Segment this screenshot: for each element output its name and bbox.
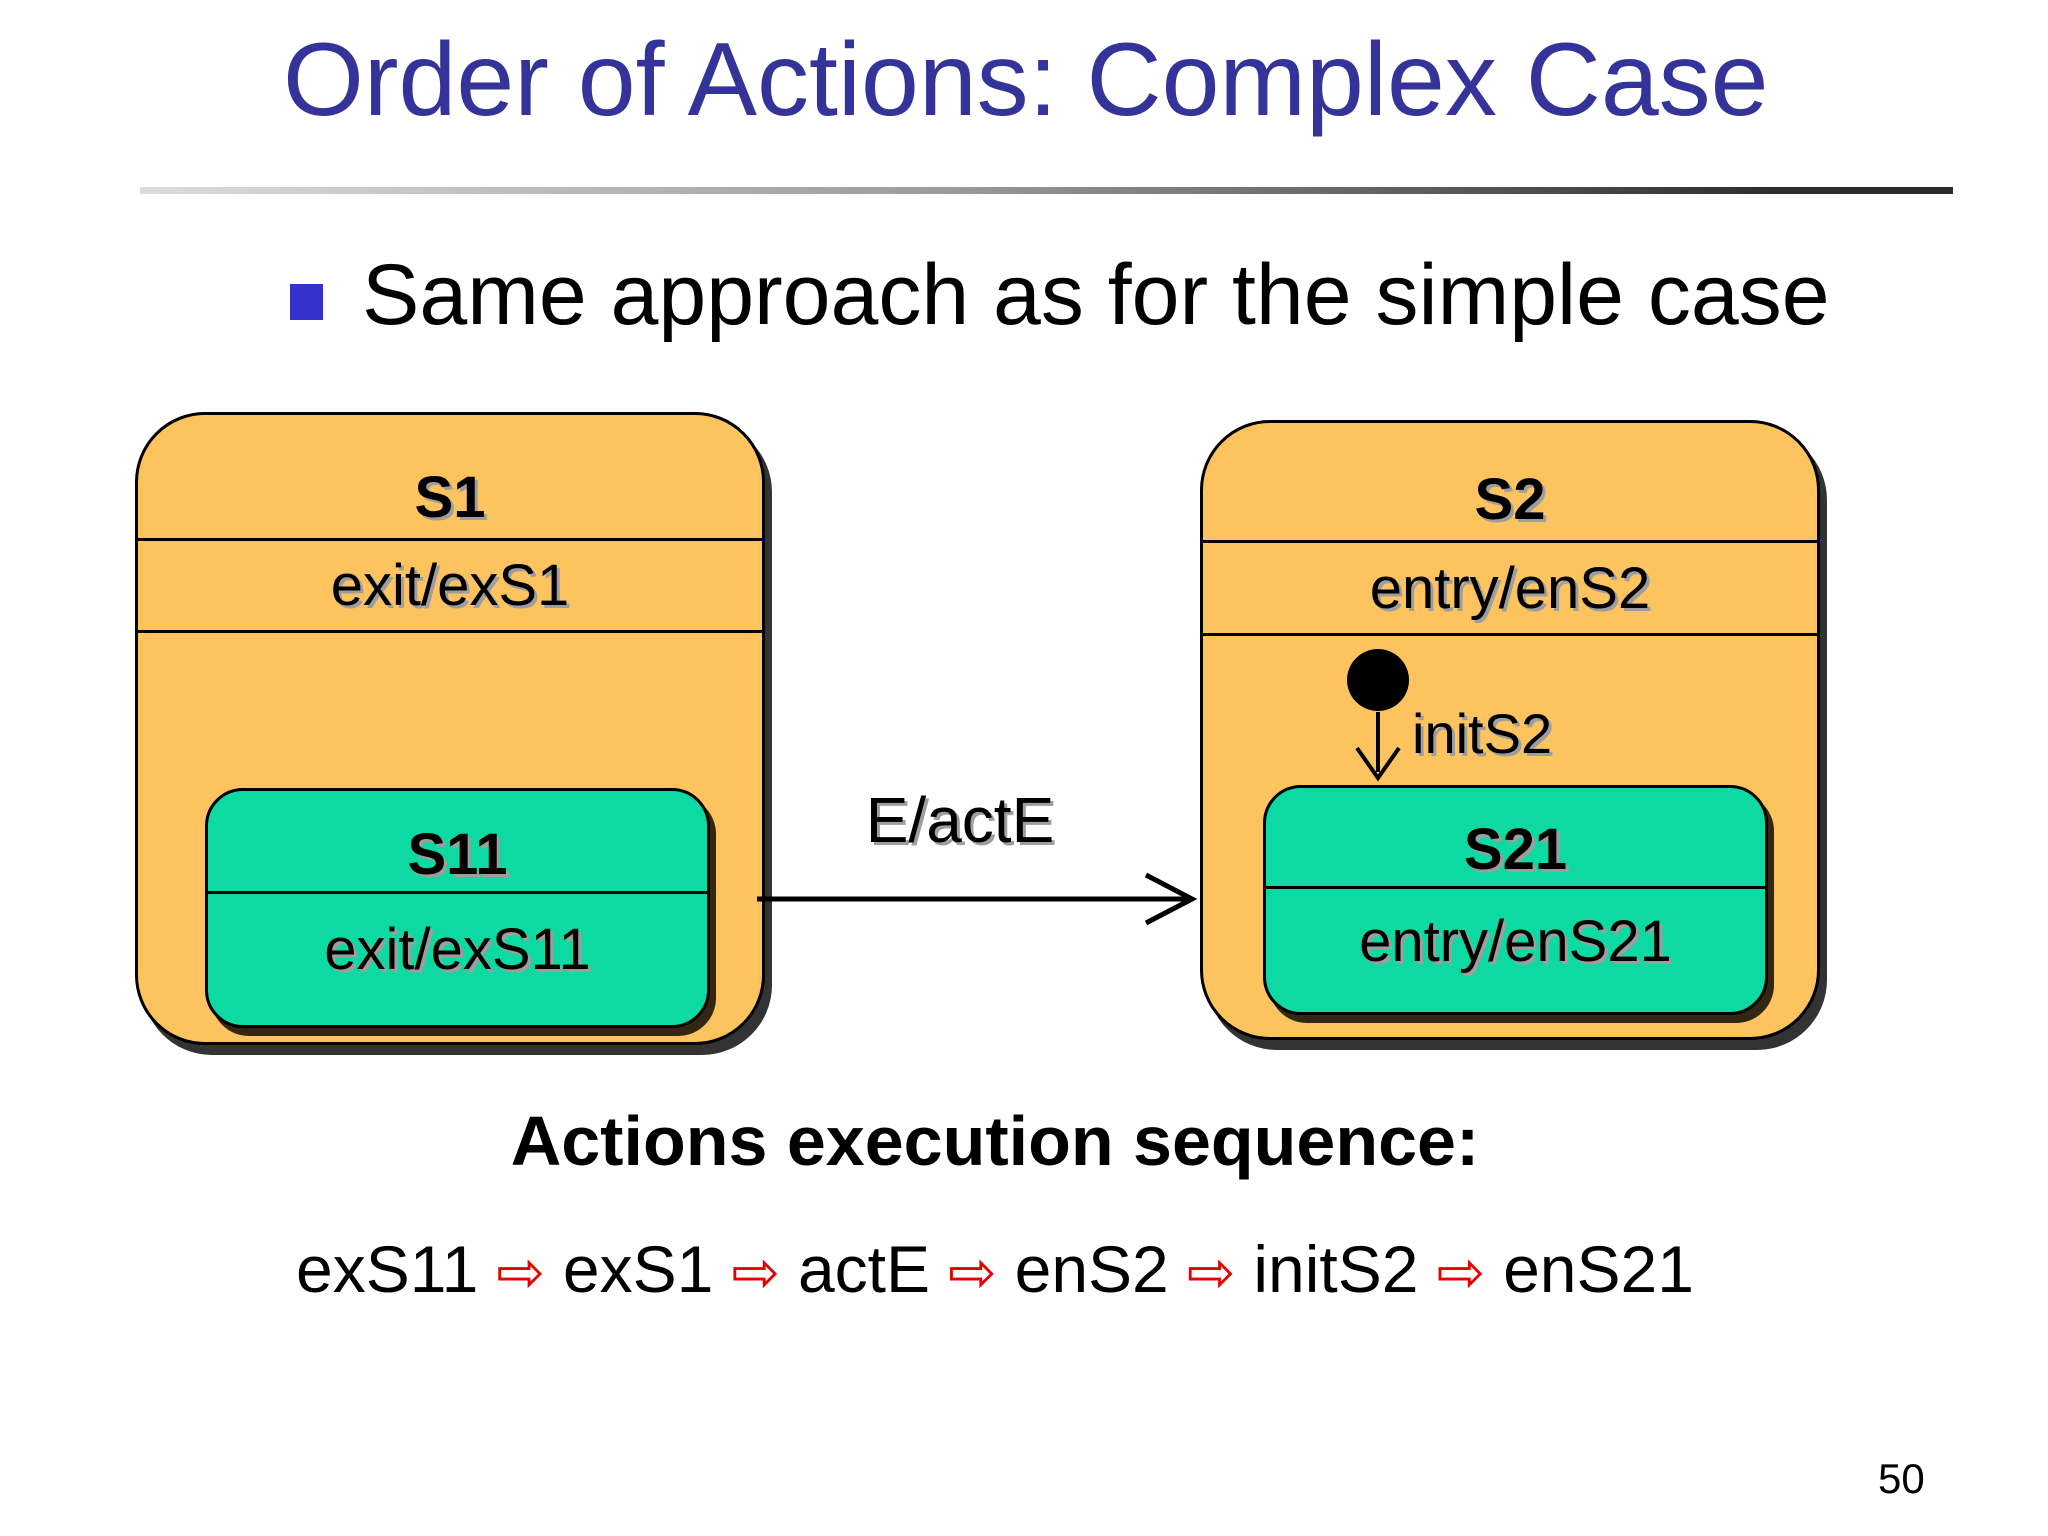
sequence-step: enS21: [1503, 1232, 1694, 1306]
sequence-step: exS11: [296, 1232, 479, 1306]
sequence-step: actE: [797, 1232, 931, 1306]
transition-arrowhead-icon: [1144, 872, 1198, 926]
state-s21-title-compartment: S21: [1266, 788, 1765, 889]
transition-label: E/actE: [865, 784, 1055, 856]
state-s11-title-compartment: S11: [208, 791, 707, 894]
state-s11-action-compartment: exit/exS11: [208, 894, 707, 1004]
state-s21-action-compartment: entry/enS21: [1266, 889, 1765, 993]
state-s11-name: S11: [407, 821, 508, 887]
state-s11-action: exit/exS11: [324, 916, 591, 982]
init-transition-label: initS2: [1412, 702, 1553, 765]
sequence-arrow-icon: ⇨: [948, 1240, 997, 1305]
sequence-step: initS2: [1253, 1232, 1419, 1306]
state-s2-name: S2: [1474, 467, 1546, 532]
sequence-arrow-icon: ⇨: [1186, 1240, 1236, 1305]
bullet-square-icon: [290, 284, 323, 320]
state-s2-action-compartment: entry/enS2: [1203, 543, 1817, 636]
state-s1-name: S1: [414, 465, 486, 530]
state-s1-title-compartment: S1: [138, 415, 762, 541]
sequence-line: exS11⇨exS1⇨actE⇨enS2⇨initS2⇨enS21: [0, 1236, 1990, 1302]
page-number: 50: [1878, 1455, 1925, 1502]
sequence-arrow-icon: ⇨: [1436, 1240, 1486, 1305]
state-s21-action: entry/enS21: [1359, 908, 1672, 974]
bullet-text: Same approach as for the simple case: [362, 247, 1830, 343]
state-s11: S11 exit/exS11: [205, 788, 710, 1028]
slide-title: Order of Actions: Complex Case: [283, 22, 1769, 138]
sequence-step: exS1: [562, 1232, 714, 1306]
state-s21: S21 entry/enS21: [1263, 785, 1768, 1015]
sequence-arrow-icon: ⇨: [496, 1240, 545, 1305]
state-s1-action-compartment: exit/exS1: [138, 541, 762, 633]
state-s21-name: S21: [1463, 816, 1568, 882]
state-s2-title-compartment: S2: [1203, 423, 1817, 543]
sequence-step: enS2: [1014, 1232, 1169, 1306]
state-s2-action: entry/enS2: [1369, 555, 1651, 621]
sequence-heading: Actions execution sequence:: [510, 1102, 1480, 1180]
initial-state-dot-icon: [1347, 649, 1409, 711]
sequence-arrow-icon: ⇨: [731, 1240, 780, 1305]
state-s1-action: exit/exS1: [330, 553, 570, 618]
title-divider-rule: [140, 187, 1953, 194]
